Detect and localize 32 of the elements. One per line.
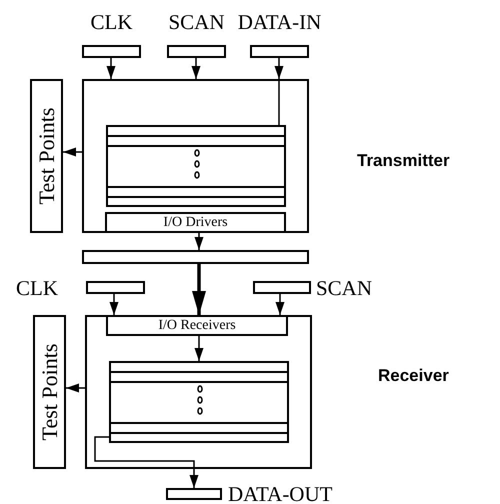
- block-caption: Transmitter: [357, 152, 450, 169]
- signal-label: DATA-IN: [238, 12, 322, 33]
- driver-box: [105, 212, 286, 233]
- register-stack: [109, 361, 289, 443]
- box-label: I/O Drivers: [163, 216, 228, 230]
- box-label: Test Points: [38, 344, 60, 440]
- arrow: [192, 58, 200, 79]
- signal-label: SCAN: [168, 12, 225, 33]
- arrow: [94, 436, 198, 488]
- test-points-box: [30, 79, 63, 233]
- arrow: [106, 58, 116, 79]
- arrow: [63, 148, 82, 156]
- receiver-block: [85, 315, 312, 469]
- signal-label: CLK: [90, 12, 132, 33]
- transmitter-block: [82, 79, 309, 233]
- signal-label: SCAN: [316, 278, 372, 299]
- arrow: [66, 384, 85, 392]
- arrow: [274, 58, 284, 79]
- block-caption: Receiver: [378, 367, 449, 384]
- arrow: [194, 336, 204, 361]
- box-label: I/O Receivers: [158, 318, 236, 332]
- box-label: Test Points: [36, 108, 58, 204]
- arrow: [192, 264, 206, 315]
- arrow: [194, 233, 204, 250]
- bus-bar: [82, 250, 309, 264]
- signal-label: DATA-OUT: [228, 484, 332, 504]
- signal-label: CLK: [16, 278, 58, 299]
- test-points-box: [33, 315, 66, 469]
- register-stack: [106, 125, 286, 207]
- arrow: [110, 294, 118, 315]
- arrow: [276, 294, 284, 315]
- receiver-box: [106, 315, 288, 336]
